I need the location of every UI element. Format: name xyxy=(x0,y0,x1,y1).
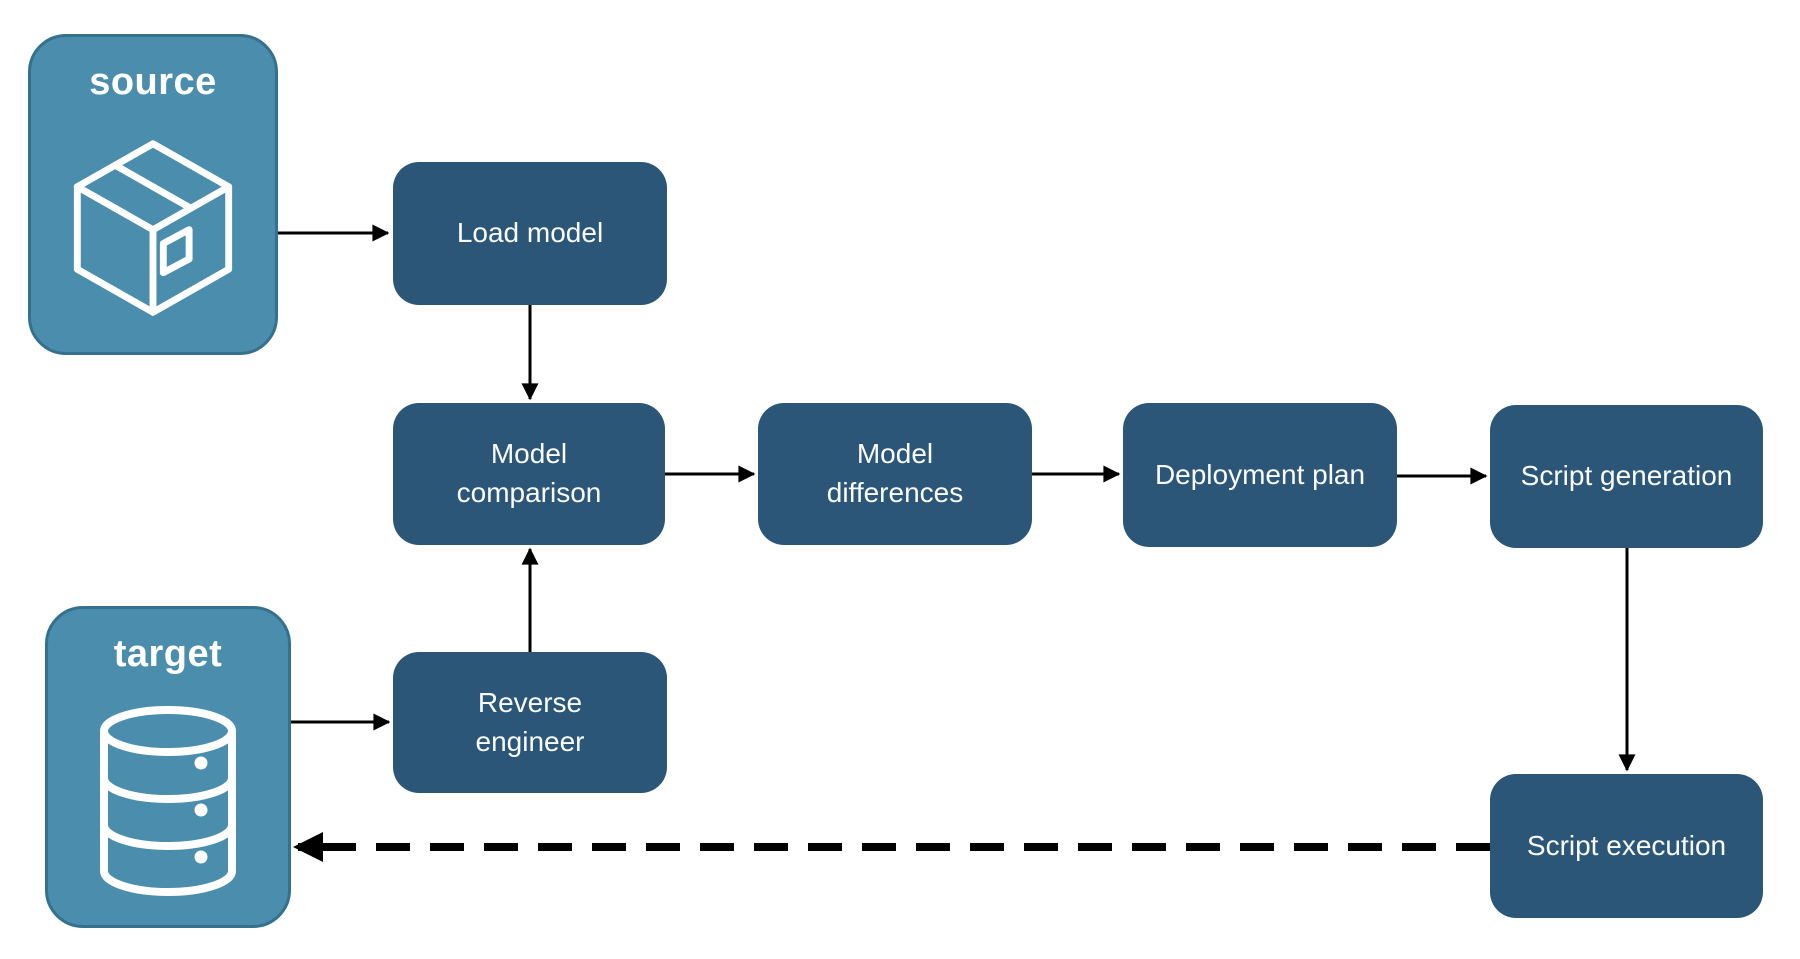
database-icon xyxy=(48,676,288,925)
node-script-execution-label: Script execution xyxy=(1526,829,1727,861)
node-model-comparison-label: Model comparison xyxy=(456,438,602,508)
node-script-execution: Script execution xyxy=(1490,774,1763,918)
node-reverse-engineer-label: Reverse engineer xyxy=(475,686,585,757)
node-script-generation-label: Script generation xyxy=(1520,460,1733,492)
node-model-differences-label: Model differences xyxy=(826,438,964,508)
package-icon xyxy=(31,104,275,352)
source-container: source xyxy=(28,34,278,355)
source-label: source xyxy=(89,61,217,103)
node-deployment-plan-label: Deployment plan xyxy=(1154,458,1366,490)
target-label: target xyxy=(113,633,223,675)
node-model-comparison: Model comparison xyxy=(393,403,665,545)
target-container: target xyxy=(45,606,291,928)
node-reverse-engineer: Reverse engineer xyxy=(393,652,667,793)
node-model-differences: Model differences xyxy=(758,403,1032,545)
node-script-generation: Script generation xyxy=(1490,405,1763,548)
node-load-model-label: Load model xyxy=(456,217,604,249)
node-load-model: Load model xyxy=(393,162,667,305)
node-deployment-plan: Deployment plan xyxy=(1123,403,1397,547)
